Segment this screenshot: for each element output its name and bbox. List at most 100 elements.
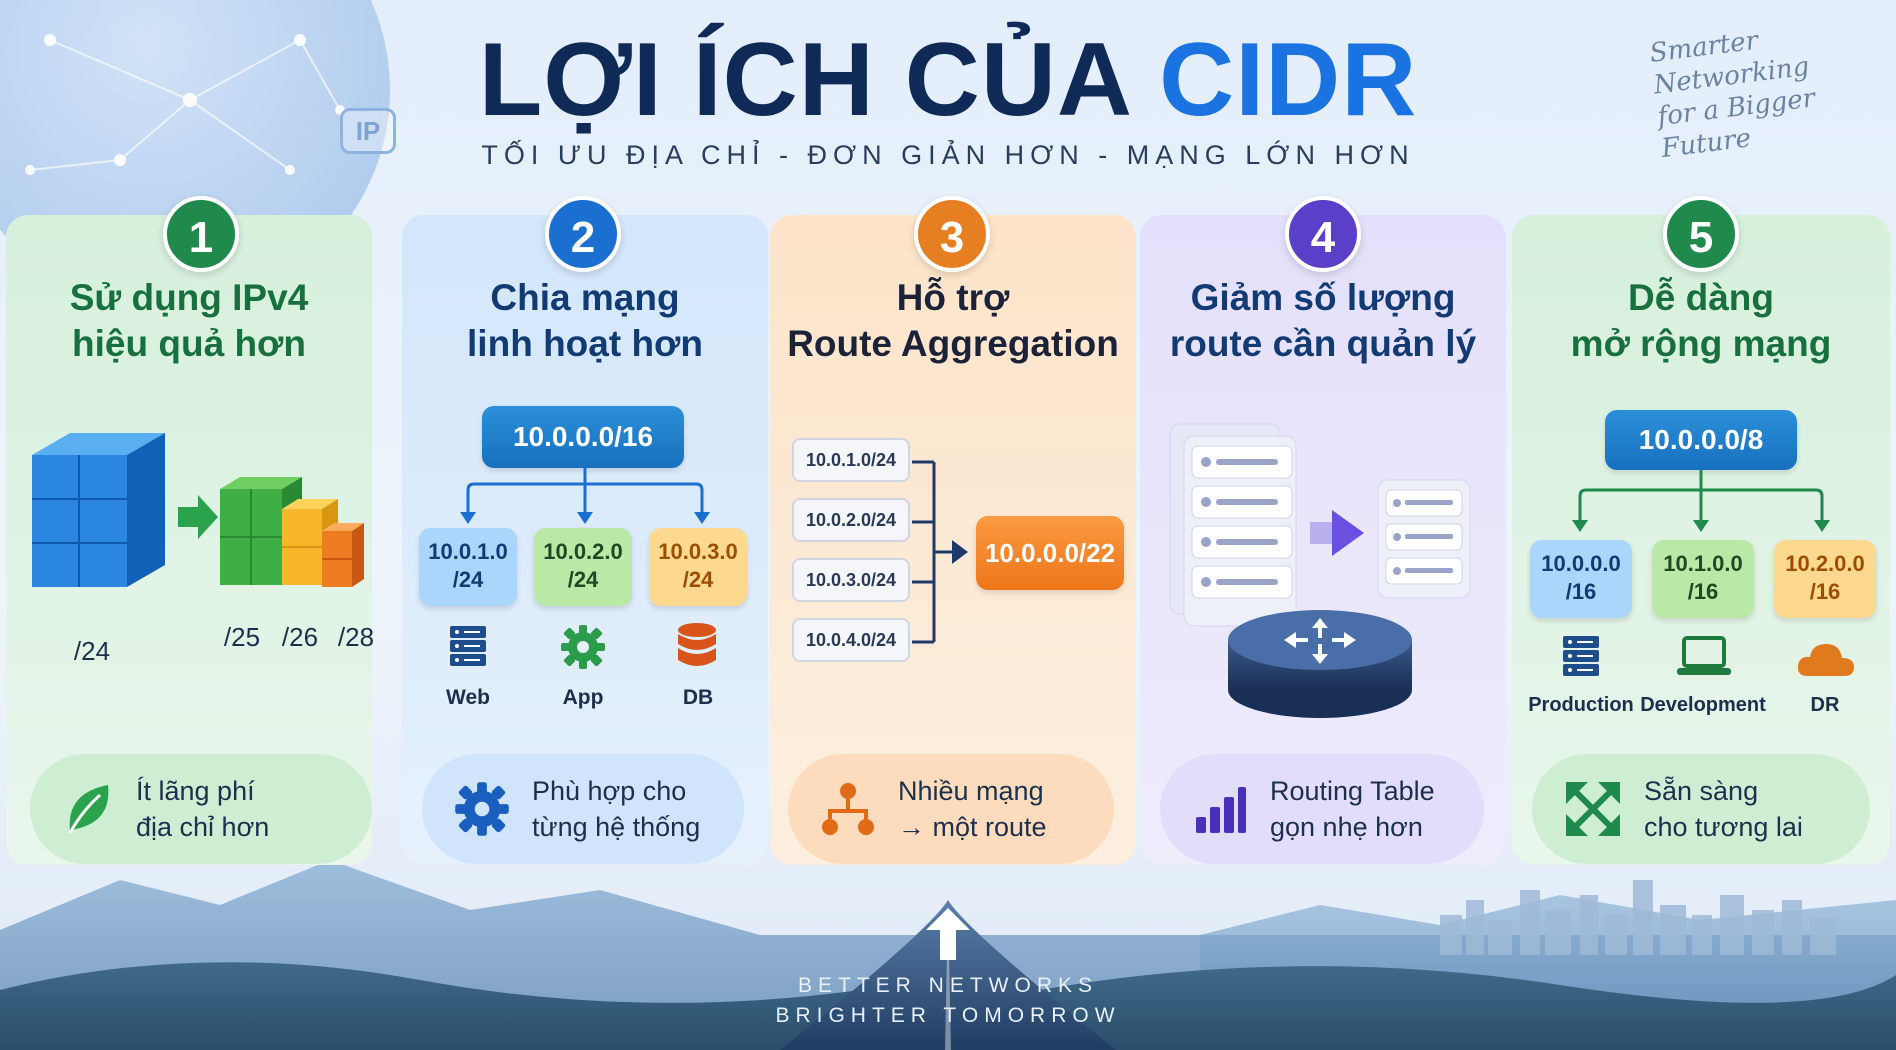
column-title-line: linh hoạt hơn: [467, 323, 703, 364]
gear-icon: [455, 782, 509, 836]
column-title-line: Sử dụng IPv4: [69, 277, 309, 318]
subnet-mask: /24: [567, 567, 599, 592]
subnet-label: DB: [682, 686, 714, 709]
column-title-line: Hỗ trợ: [896, 277, 1010, 318]
title-accent: CIDR: [1159, 22, 1418, 138]
network-box-dr: 10.2.0.0 /16: [1774, 540, 1876, 618]
routing-table-diagram: [1169, 423, 1471, 718]
bar-chart-icon: [1196, 787, 1246, 833]
benefit-text: Nhiều mạng → một route: [898, 773, 1047, 845]
route-item: 10.0.1.0/24: [792, 438, 910, 482]
benefit-text: Sẵn sàng cho tương lai: [1644, 773, 1803, 845]
column-title-line: mở rộng mạng: [1570, 323, 1832, 364]
column-title-line: Giảm số lượng: [1190, 277, 1456, 318]
network-mask: /16: [1687, 579, 1719, 604]
parent-network-text: 10.0.0.0/8: [1638, 424, 1764, 455]
hierarchy-icon: [822, 783, 874, 835]
database-icon: [678, 623, 716, 666]
arrow-right-icon: [1332, 510, 1364, 556]
subnet-address: 10.0.2.0: [543, 539, 623, 564]
up-arrow-icon: [926, 908, 970, 960]
column-title-line: Chia mạng: [490, 277, 680, 318]
block-label: /25: [223, 622, 261, 652]
block-label: /28: [337, 622, 375, 652]
ip-badge-text: IP: [355, 116, 381, 146]
benefit-pill-2: Phù hợp cho từng hệ thống: [422, 754, 744, 864]
network-mask: /16: [1565, 579, 1597, 604]
page-title: LỢI ÍCH CỦA CIDR: [0, 20, 1896, 140]
aggregate-route-box: 10.0.0.0/22: [976, 516, 1124, 590]
network-box-production: 10.0.0.0 /16: [1530, 540, 1632, 618]
parent-network-box: 10.0.0.0/16: [482, 406, 684, 468]
subnet-box-app: 10.0.2.0 /24: [534, 528, 632, 606]
expansion-tree-lines: [1572, 470, 1830, 532]
column-title-3: Hỗ trợ Route Aggregation: [770, 275, 1136, 367]
footer-line-1: BETTER NETWORKS: [797, 974, 1098, 997]
subnet-address: 10.0.1.0: [428, 539, 508, 564]
page-subtitle: TỐI ƯU ĐỊA CHỈ - ĐƠN GIẢN HƠN - MẠNG LỚN…: [481, 140, 1415, 170]
expand-icon: [1566, 782, 1620, 836]
subnet-tree-lines: [460, 468, 710, 524]
route-item: 10.0.2.0/24: [792, 498, 910, 542]
network-mask: /16: [1809, 579, 1841, 604]
title-main: LỢI ÍCH CỦA: [478, 22, 1130, 138]
benefit-line: địa chỉ hơn: [136, 812, 270, 842]
subnet-box-db: 10.0.3.0 /24: [649, 528, 747, 606]
block-label: /24: [73, 636, 111, 666]
large-route-table: [1169, 423, 1297, 627]
column-title-5: Dễ dàng mở rộng mạng: [1512, 275, 1890, 367]
benefit-line: cho tương lai: [1644, 812, 1803, 842]
server-icon: [450, 626, 486, 666]
benefit-line: Nhiều mạng: [898, 776, 1044, 806]
parent-network-text: 10.0.0.0/16: [512, 421, 654, 452]
step-number-5: 5: [1663, 196, 1739, 272]
subnet-box-web: 10.0.1.0 /24: [419, 528, 517, 606]
benefit-pill-4: Routing Table gọn nhẹ hơn: [1160, 754, 1484, 864]
server-icon: [1563, 636, 1599, 676]
parent-network-box: 10.0.0.0/8: [1605, 410, 1797, 470]
step-number-4: 4: [1285, 196, 1361, 272]
footer-line-2: BRIGHTER TOMORROW: [775, 1004, 1121, 1027]
benefit-text: Phù hợp cho từng hệ thống: [532, 773, 700, 845]
network-address: 10.1.0.0: [1663, 551, 1743, 576]
arrow-right-icon: [178, 495, 218, 539]
column-title-line: hiệu quả hơn: [72, 323, 306, 364]
benefit-text: Ít lãng phí địa chỉ hơn: [136, 773, 269, 845]
network-label: Production: [1528, 694, 1634, 716]
cloud-icon: [1797, 644, 1854, 676]
router-icon: [1228, 610, 1412, 718]
column-title-line: Dễ dàng: [1628, 277, 1774, 318]
address-blocks-diagram: [32, 433, 364, 587]
subnet-mask: /24: [452, 567, 484, 592]
step-number-1: 1: [163, 196, 239, 272]
ip-badge: IP: [340, 108, 396, 154]
column-title-1: Sử dụng IPv4 hiệu quả hơn: [6, 275, 372, 367]
benefit-line: gọn nhẹ hơn: [1270, 812, 1423, 842]
network-address: 10.2.0.0: [1785, 551, 1865, 576]
step-number-3: 3: [914, 196, 990, 272]
block-28: [322, 523, 364, 587]
column-title-4: Giảm số lượng route cần quản lý: [1140, 275, 1506, 367]
gear-icon: [561, 625, 605, 669]
laptop-icon: [1677, 636, 1731, 675]
small-route-table: [1377, 479, 1471, 599]
benefit-pill-5: Sẵn sàng cho tương lai: [1532, 754, 1870, 864]
subnet-mask: /24: [682, 567, 714, 592]
block-24: [32, 433, 165, 587]
benefit-text: Routing Table gọn nhẹ hơn: [1270, 773, 1435, 845]
network-label: DR: [1810, 694, 1840, 716]
route-item: 10.0.4.0/24: [792, 618, 910, 662]
leaf-icon: [68, 785, 109, 834]
step-number-2: 2: [545, 196, 621, 272]
benefit-pill-1: Ít lãng phí địa chỉ hơn: [30, 754, 372, 864]
aggregation-bracket: [912, 460, 968, 644]
column-title-line: route cần quản lý: [1169, 323, 1477, 364]
subnet-label: Web: [446, 686, 490, 709]
subnet-address: 10.0.3.0: [658, 539, 738, 564]
aggregate-route-text: 10.0.0.0/22: [984, 538, 1116, 568]
block-label: /26: [281, 622, 319, 652]
network-address: 10.0.0.0: [1541, 551, 1621, 576]
network-label: Development: [1640, 694, 1766, 716]
benefit-line: Ít lãng phí: [136, 776, 255, 806]
route-item: 10.0.3.0/24: [792, 558, 910, 602]
